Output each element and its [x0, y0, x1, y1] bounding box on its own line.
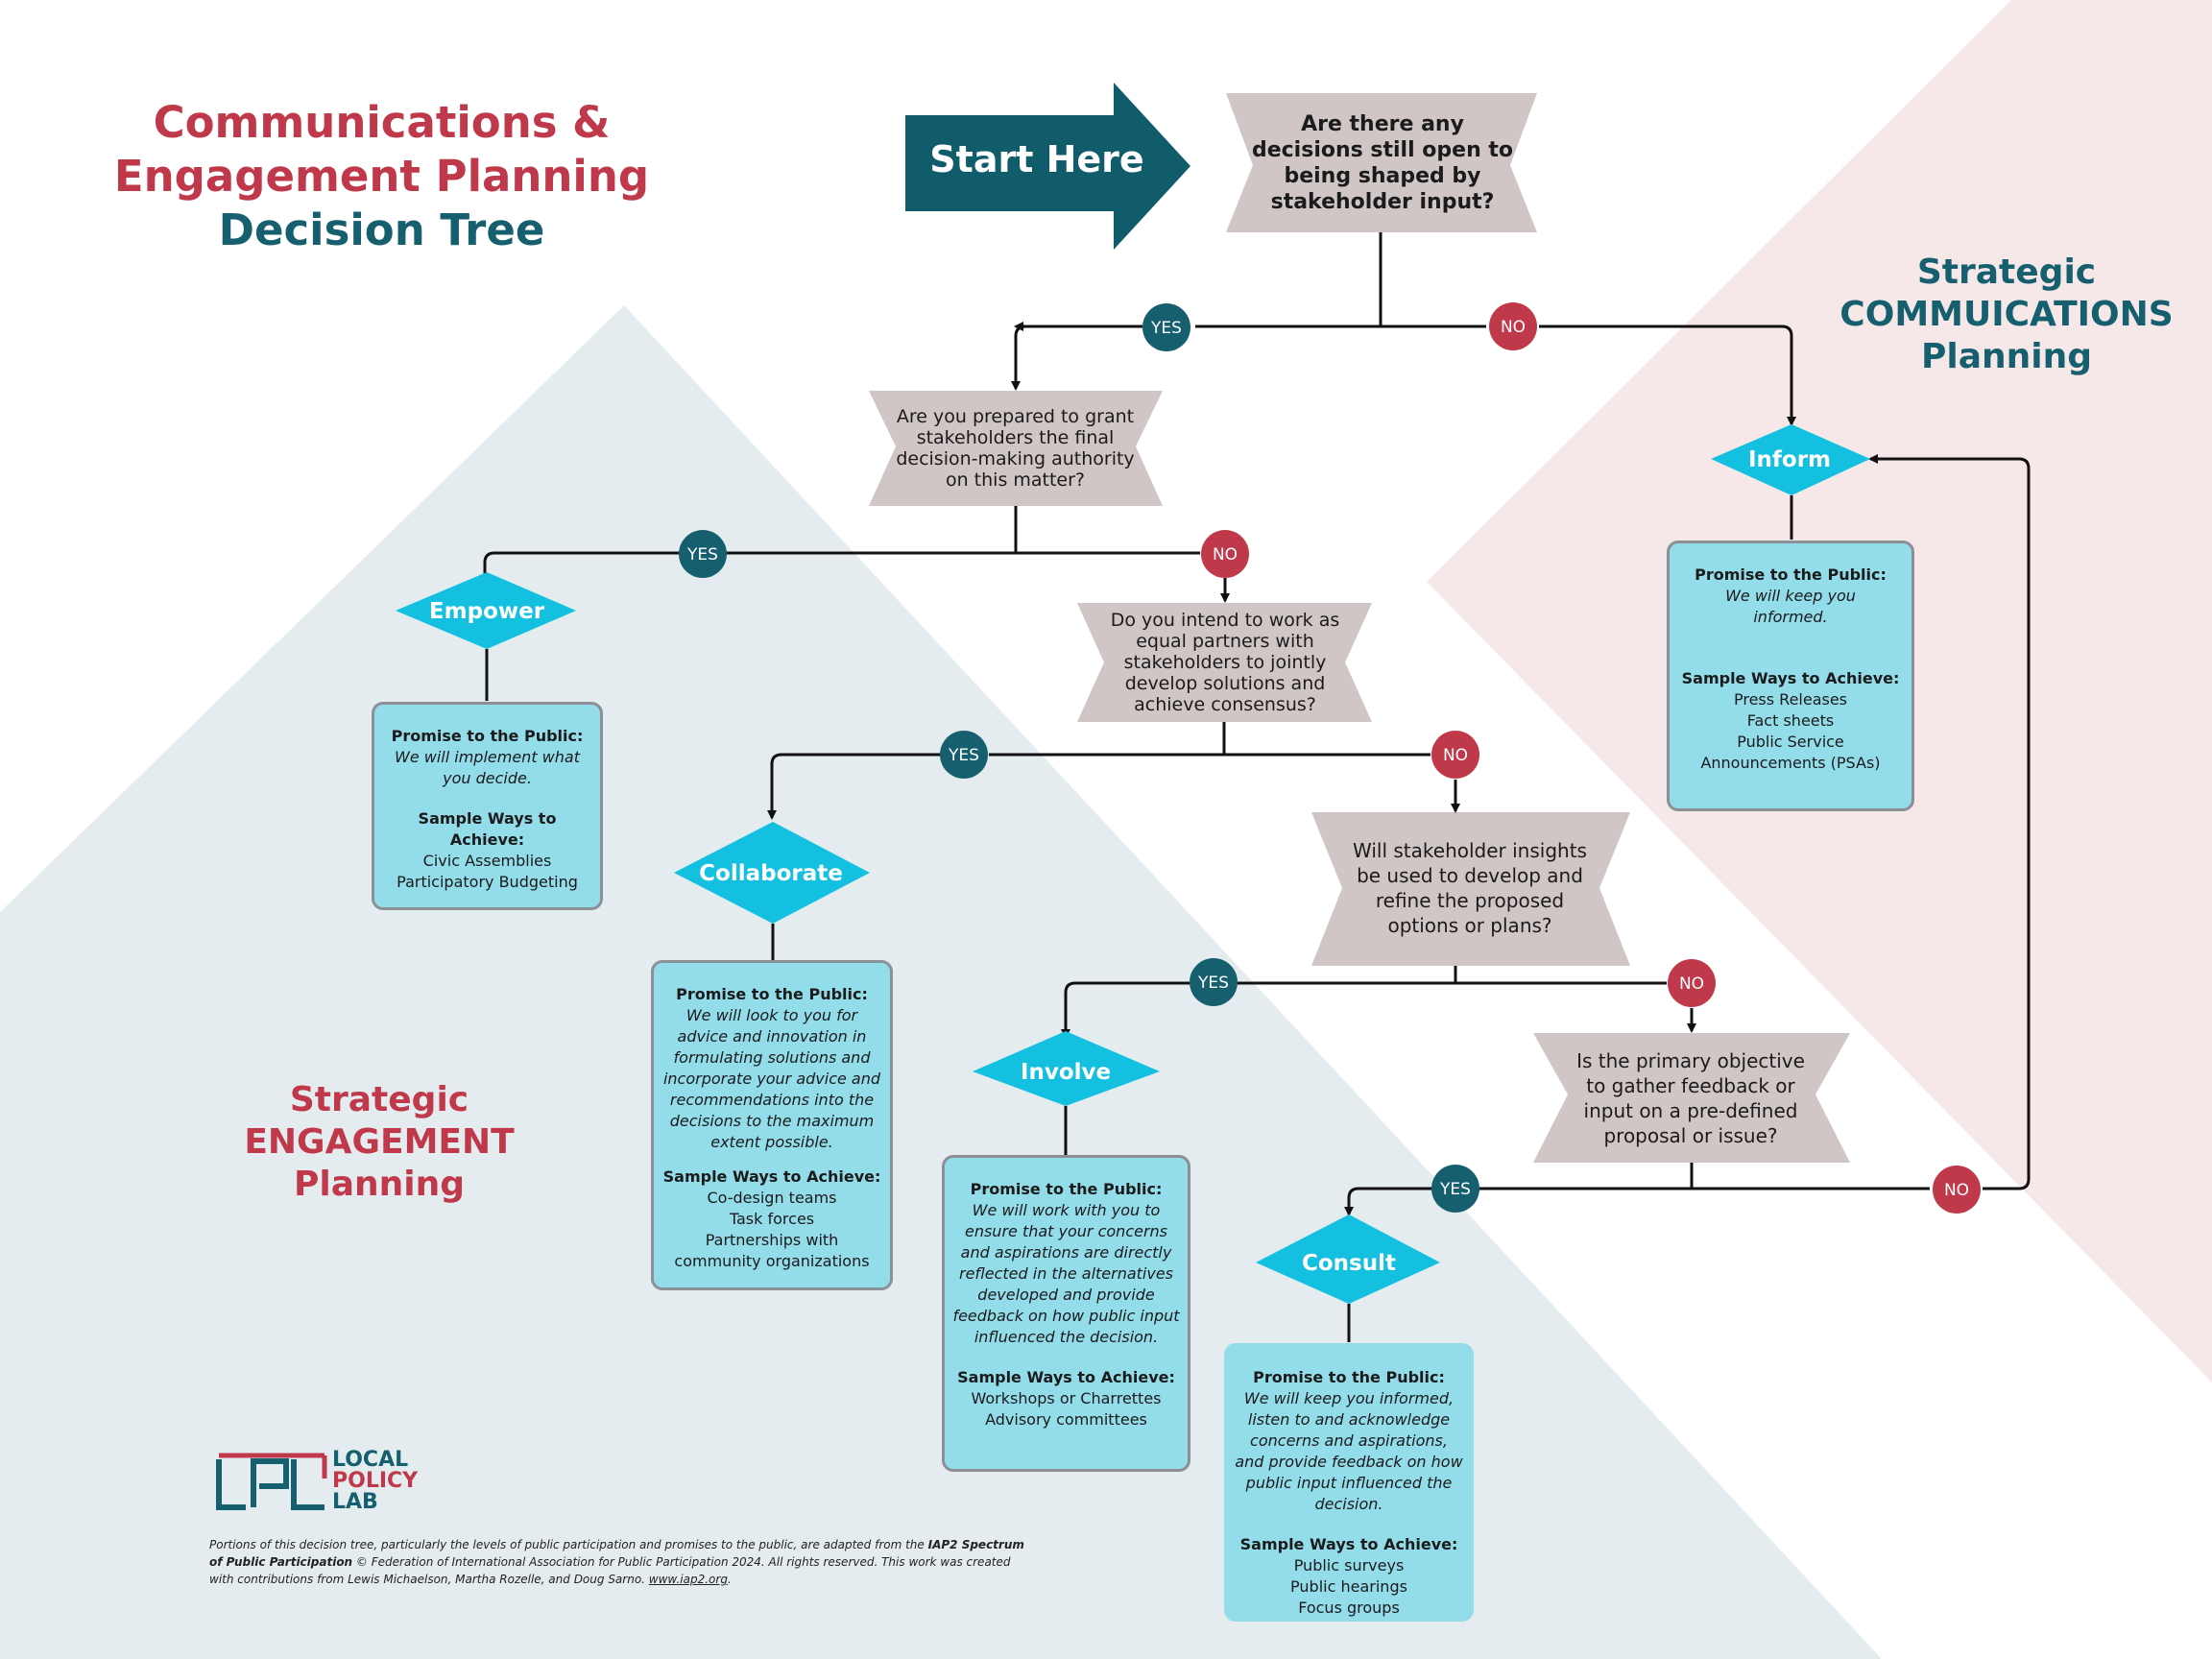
way-item: Advisory committees — [985, 1410, 1147, 1429]
question-2-text: Are you prepared to grant stakeholders t… — [896, 406, 1135, 491]
ways-heading: Sample Ways to Achieve: — [418, 809, 557, 849]
promise-heading: Promise to the Public: — [1695, 565, 1887, 584]
no-label: NO — [1679, 974, 1704, 994]
engagement-region-label: Strategic ENGAGEMENT Planning — [244, 1080, 515, 1204]
question-shape-2 — [869, 391, 1163, 506]
footer-text: Portions of this decision tree, particul… — [209, 1538, 928, 1551]
way-item: Fact sheets — [1746, 711, 1835, 730]
promise-heading: Promise to the Public: — [676, 985, 868, 1003]
empower-diamond[interactable] — [396, 572, 576, 649]
consult-label: Consult — [1302, 1251, 1396, 1276]
consult-info-box: Promise to the Public: We will keep you … — [1224, 1343, 1474, 1622]
no-circle-q5 — [1933, 1166, 1981, 1214]
inform-info-box: Promise to the Public: We will keep you … — [1667, 541, 1914, 811]
ways-heading: Sample Ways to Achieve: — [957, 1368, 1175, 1386]
question-3-text: Do you intend to work as equal partners … — [1110, 610, 1340, 715]
promise-heading: Promise to the Public: — [970, 1180, 1163, 1198]
yes-label: YES — [1150, 319, 1182, 338]
way-item: Public surveys — [1293, 1556, 1405, 1575]
title-line-2: Engagement Planning — [113, 151, 650, 202]
question-shape-3 — [1077, 603, 1372, 722]
way-item: Participatory Budgeting — [397, 873, 578, 891]
yes-circle-q1 — [1142, 303, 1190, 351]
no-label: NO — [1443, 746, 1468, 765]
yes-circle-q3 — [940, 731, 988, 779]
no-label: NO — [1944, 1181, 1969, 1200]
logo-wordmark: LOCAL POLICY LAB — [332, 1450, 418, 1513]
promise-heading: Promise to the Public: — [1253, 1368, 1445, 1386]
question-4-text: Will stakeholder insights be used to dev… — [1353, 839, 1587, 937]
way-item: Task forces — [729, 1210, 815, 1228]
yes-label: YES — [1197, 974, 1229, 993]
inform-diamond[interactable] — [1711, 424, 1870, 495]
start-arrow[interactable] — [905, 83, 1190, 250]
consult-diamond[interactable] — [1256, 1214, 1440, 1304]
no-label: NO — [1501, 318, 1526, 337]
involve-info-box: Promise to the Public: We will work with… — [942, 1155, 1190, 1472]
way-item: Public Service Announcements (PSAs) — [1700, 733, 1881, 772]
ways-heading: Sample Ways to Achieve: — [1239, 1535, 1458, 1553]
footer-link[interactable]: www.iap2.org — [648, 1573, 728, 1586]
footer-text: . — [727, 1573, 732, 1586]
logo-line-3: LAB — [332, 1490, 378, 1514]
empower-info-box: Promise to the Public: We will implement… — [372, 702, 603, 910]
ways-heading: Sample Ways to Achieve: — [662, 1167, 881, 1186]
logo-line-1: LOCAL — [332, 1448, 409, 1472]
way-item: Public hearings — [1290, 1577, 1407, 1596]
question-5-text: Is the primary objective to gather feedb… — [1576, 1049, 1805, 1147]
promise-text: We will implement what you decide. — [395, 748, 580, 787]
communications-region-label: Strategic COMMUICATIONS Planning — [1839, 252, 2174, 376]
way-item: Workshops or Charrettes — [971, 1389, 1162, 1407]
collaborate-diamond[interactable] — [674, 822, 870, 924]
question-shape-4 — [1311, 812, 1630, 966]
yes-no-circles — [679, 302, 1981, 1214]
logo-line-2: POLICY — [332, 1469, 419, 1493]
footer-text: © Federation of International Associatio… — [209, 1555, 1011, 1586]
yes-circle-q5 — [1431, 1165, 1479, 1213]
title-line-3: Decision Tree — [218, 204, 545, 255]
promise-text: We will work with you to ensure that you… — [952, 1201, 1180, 1346]
question-shape-1 — [1226, 93, 1537, 232]
footer-source: IAP2 Spectrum of Public Participation — [209, 1538, 1024, 1569]
inform-label: Inform — [1748, 447, 1831, 472]
collaborate-info-box: Promise to the Public: We will look to y… — [651, 960, 893, 1290]
start-label[interactable]: Start Here — [929, 138, 1143, 180]
no-label: NO — [1213, 545, 1238, 565]
way-item: Partnerships with community organization… — [674, 1231, 870, 1270]
no-circle-q3 — [1431, 731, 1479, 779]
promise-text: We will keep you informed, listen to and… — [1235, 1389, 1463, 1513]
promise-text: We will look to you for advice and innov… — [662, 1006, 881, 1151]
attribution-footer: Portions of this decision tree, particul… — [209, 1536, 1025, 1588]
way-item: Focus groups — [1298, 1599, 1400, 1617]
title-line-1: Communications & — [153, 97, 611, 148]
way-item: Civic Assemblies — [422, 852, 552, 870]
no-circle-q4 — [1668, 959, 1716, 1007]
empower-label: Empower — [429, 599, 545, 624]
yes-label: YES — [686, 545, 718, 565]
no-circle-q1 — [1489, 302, 1537, 350]
way-item: Press Releases — [1733, 690, 1848, 709]
ways-heading: Sample Ways to Achieve: — [1681, 669, 1900, 687]
involve-label: Involve — [1021, 1060, 1111, 1085]
promise-heading: Promise to the Public: — [391, 727, 584, 745]
no-circle-q2 — [1201, 530, 1249, 578]
involve-diamond[interactable] — [973, 1031, 1160, 1106]
lpl-logo-mark — [216, 1453, 327, 1510]
engagement-region — [0, 305, 1882, 1659]
yes-label: YES — [948, 746, 979, 765]
page-title: Communications & Engagement Planning Dec… — [96, 96, 667, 257]
yes-circle-q4 — [1190, 958, 1238, 1006]
collaborate-label: Collaborate — [699, 861, 843, 886]
question-1-text: Are there any decisions still open to be… — [1251, 112, 1514, 214]
way-item: Co-design teams — [707, 1189, 837, 1207]
yes-label: YES — [1439, 1180, 1471, 1199]
question-shape-5 — [1533, 1033, 1850, 1163]
yes-circle-q2 — [679, 530, 727, 578]
promise-text: We will keep you informed. — [1725, 587, 1856, 626]
